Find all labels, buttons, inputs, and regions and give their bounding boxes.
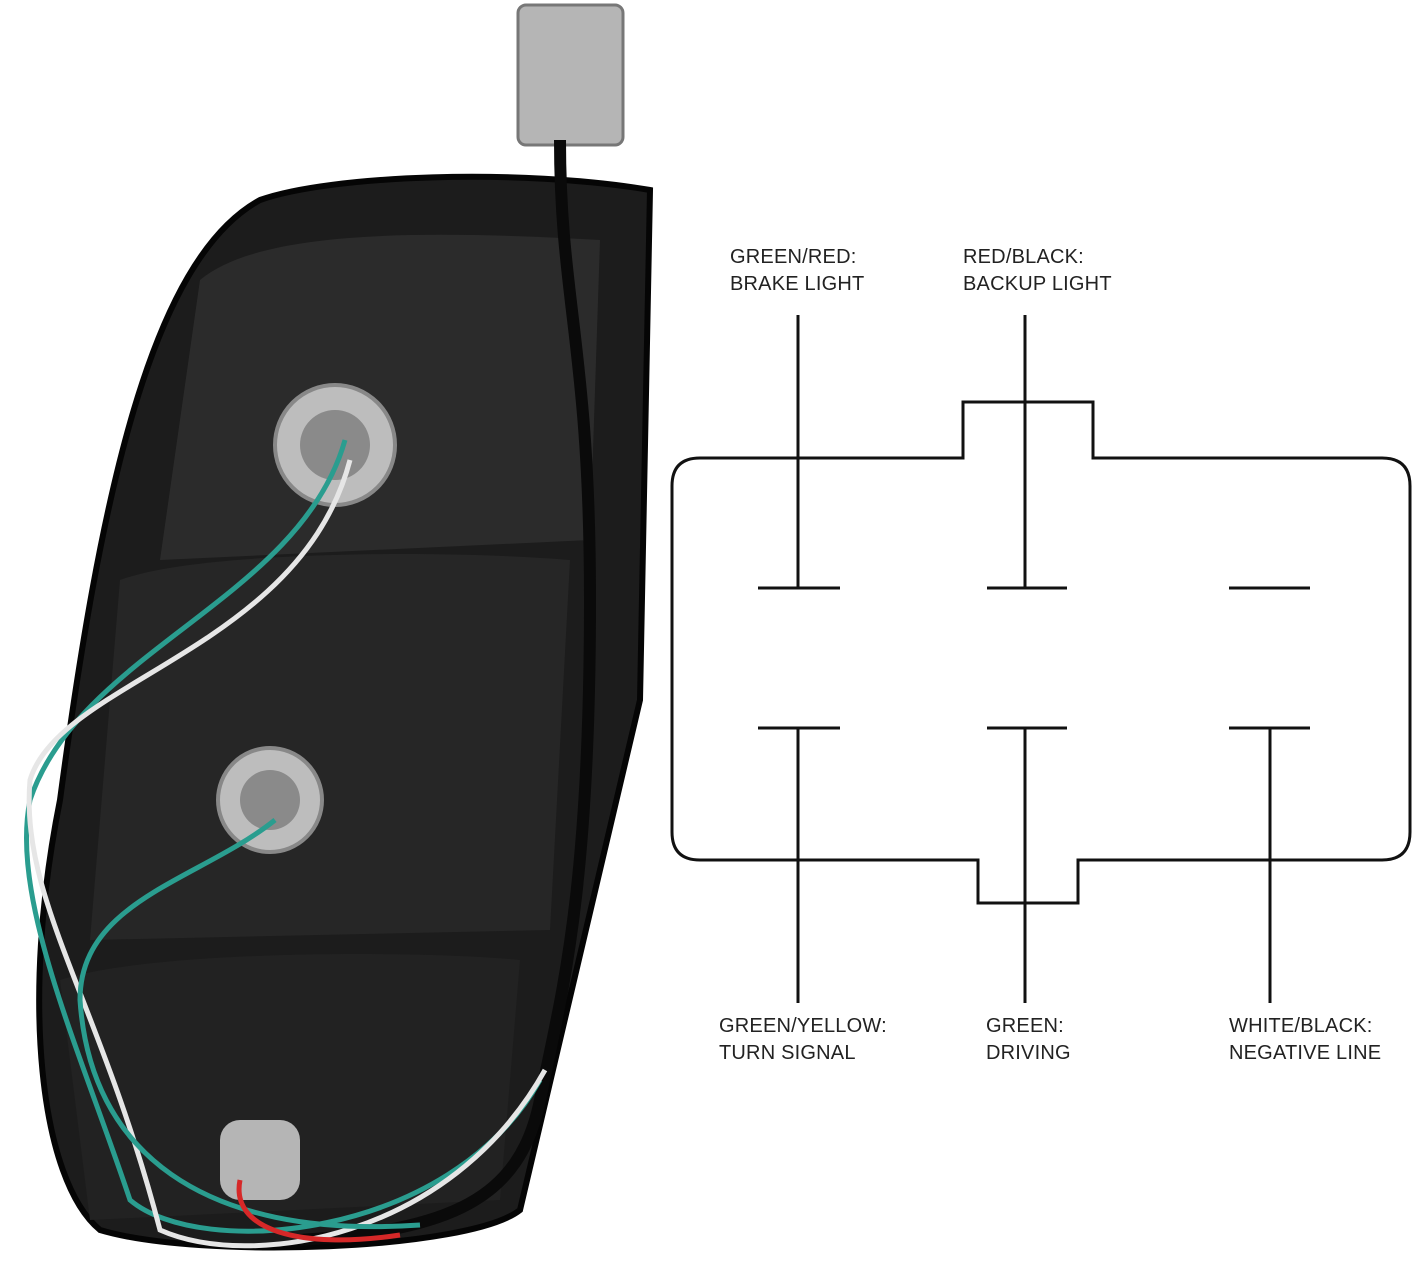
connector-plug [516, 3, 625, 147]
red-wire [236, 1179, 401, 1243]
label-turn-signal: GREEN/YELLOW: TURN SIGNAL [719, 1013, 887, 1067]
label-line: WHITE/BLACK: [1229, 1015, 1373, 1037]
label-brake-light: GREEN/RED: BRAKE LIGHT [730, 244, 864, 298]
green-wire [24, 439, 543, 1234]
label-line: RED/BLACK: [963, 246, 1084, 268]
label-line: GREEN/YELLOW: [719, 1015, 887, 1037]
label-driving: GREEN: DRIVING [986, 1013, 1071, 1067]
black-wire [299, 139, 597, 1246]
label-line: BACKUP LIGHT [963, 273, 1112, 295]
label-negative-line: WHITE/BLACK: NEGATIVE LINE [1229, 1013, 1381, 1067]
label-line: TURN SIGNAL [719, 1042, 856, 1064]
bulb-socket-lower [220, 1120, 300, 1200]
label-line: NEGATIVE LINE [1229, 1042, 1382, 1064]
label-line: GREEN/RED: [730, 246, 857, 268]
label-line: GREEN: [986, 1015, 1064, 1037]
white-wire [26, 459, 548, 1249]
connector-outline [670, 400, 1412, 905]
label-backup-light: RED/BLACK: BACKUP LIGHT [963, 244, 1112, 298]
label-line: DRIVING [986, 1042, 1071, 1064]
label-line: BRAKE LIGHT [730, 273, 865, 295]
tail-light-photo [24, 3, 654, 1251]
green-wire-2 [77, 818, 421, 1230]
